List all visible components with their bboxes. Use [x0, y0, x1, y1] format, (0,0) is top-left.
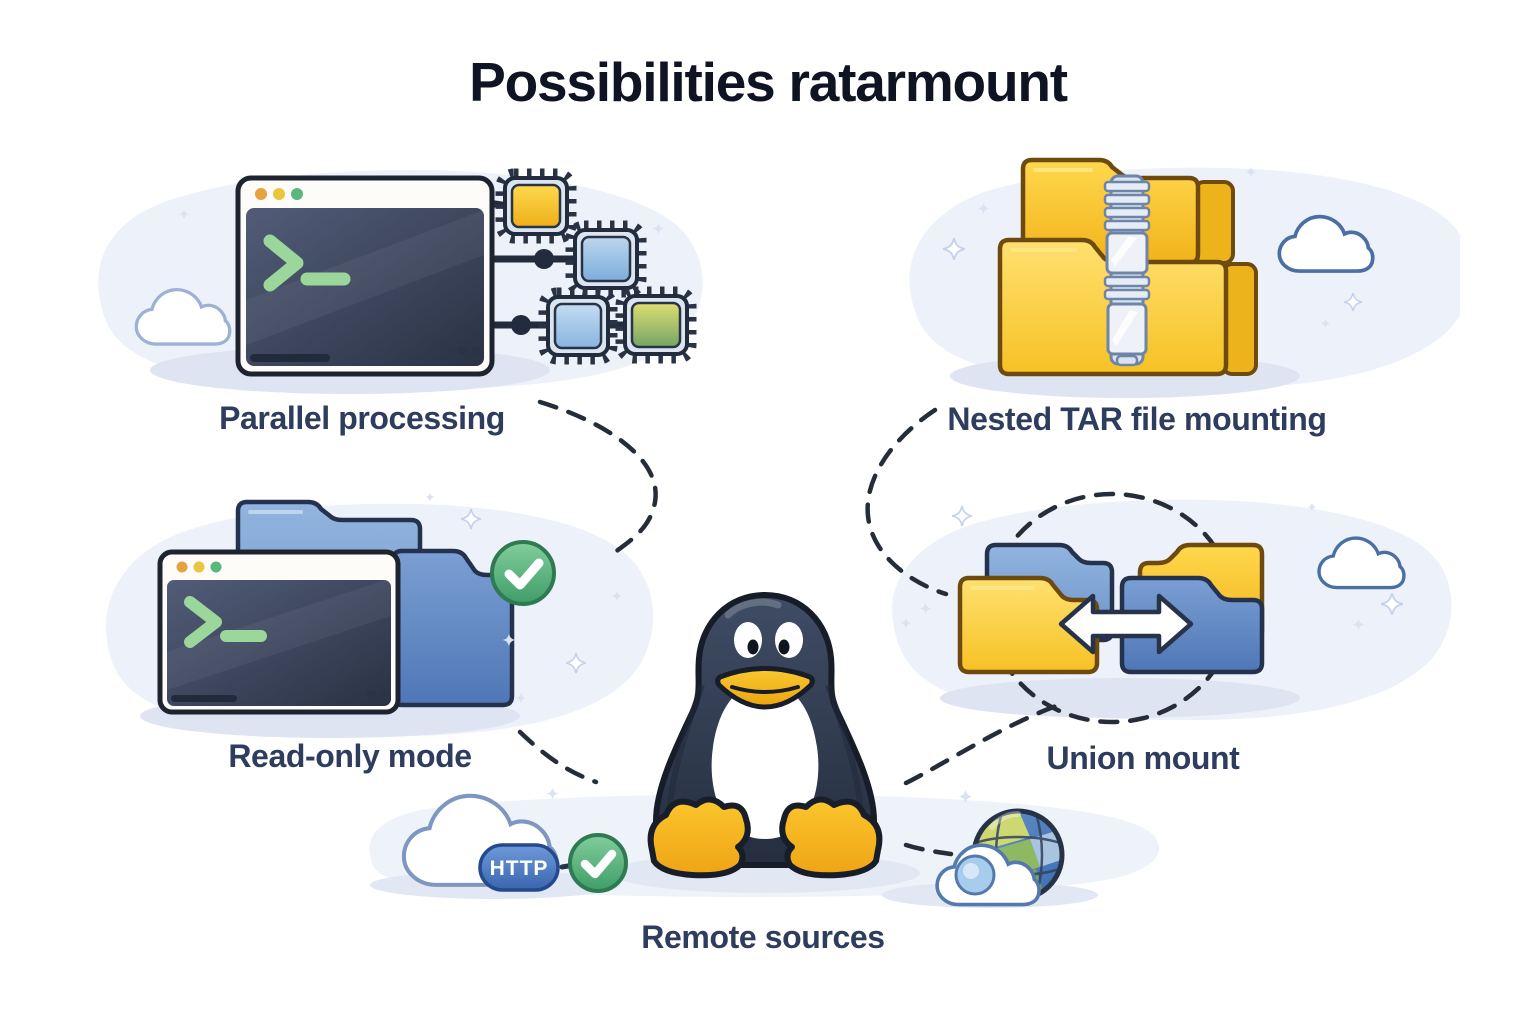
- scene-read-only: [95, 470, 665, 800]
- scene-union-mount: [875, 470, 1460, 800]
- terminal-prompt-icon: [263, 234, 351, 292]
- cpu-chip-icon: [615, 286, 697, 364]
- feature-label-readonly: Read-only mode: [228, 738, 472, 774]
- union-mount-illustration: [892, 491, 1452, 725]
- zipper-icon: [1103, 174, 1151, 367]
- read-only-illustration: [106, 492, 654, 738]
- scene-parallel-processing: [80, 140, 720, 450]
- feature-label-union: Union mount: [1046, 740, 1240, 776]
- folder-icon: [957, 575, 1100, 675]
- scene-nested-tar: [895, 140, 1460, 450]
- scene-remote-sources: HTTP: [330, 555, 1210, 985]
- feature-label-parallel: Parallel processing: [219, 400, 505, 436]
- remote-sources-illustration: HTTP: [369, 591, 1160, 908]
- svg-text:HTTP: HTTP: [490, 857, 549, 880]
- terminal-window-icon: [235, 175, 495, 377]
- http-badge: HTTP: [478, 843, 560, 892]
- terminal-prompt-icon: [184, 596, 267, 648]
- page-title: Possibilities ratarmount: [469, 51, 1068, 113]
- feature-label-remote: Remote sources: [641, 919, 885, 955]
- check-circle-icon: [568, 833, 628, 893]
- parallel-processing-illustration: [98, 168, 703, 394]
- double-arrow-icon: [1058, 593, 1194, 655]
- feature-label-nested: Nested TAR file mounting: [947, 401, 1327, 437]
- terminal-window-icon: [157, 549, 401, 715]
- folder-icon: [390, 548, 515, 708]
- cpu-chip-icon: [565, 220, 647, 298]
- tux-penguin-icon: [647, 591, 883, 879]
- cpu-chip-icon: [495, 168, 577, 244]
- cpu-chip-icon: [538, 287, 618, 365]
- cloud-icon: [935, 843, 1041, 907]
- folder-icon: [1193, 180, 1235, 265]
- nested-tar-illustration: [909, 157, 1460, 398]
